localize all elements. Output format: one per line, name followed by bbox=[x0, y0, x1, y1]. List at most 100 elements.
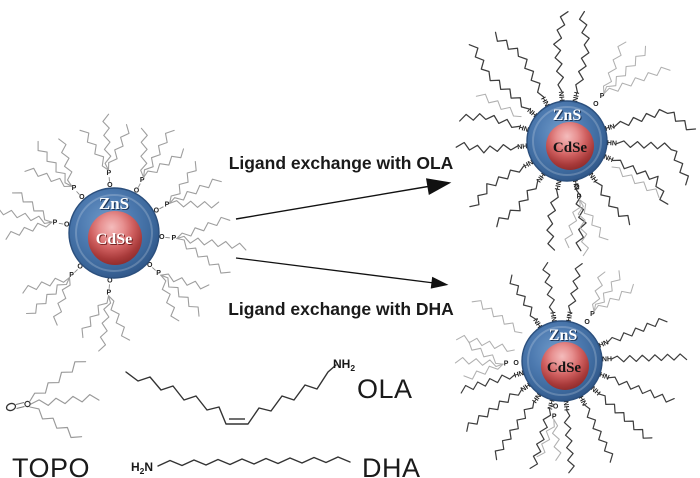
phosphorus-site-label: P bbox=[552, 413, 557, 420]
alkylamine-chain bbox=[529, 407, 552, 469]
amine-site-label: NH bbox=[572, 91, 581, 102]
phosphorus-site-label: P bbox=[156, 270, 161, 277]
topo-octyl-chain bbox=[176, 235, 247, 251]
topo-octyl-chain bbox=[611, 166, 660, 199]
topo-octyl-chain bbox=[25, 276, 71, 315]
alkylamine-chain bbox=[471, 300, 523, 334]
topo-octyl-chain bbox=[22, 276, 71, 294]
phosphorus-site-label: P bbox=[165, 202, 170, 209]
topo-octyl-chain bbox=[475, 93, 522, 118]
amine-site-label: HN bbox=[534, 171, 546, 183]
topo-octyl-chain bbox=[577, 199, 589, 257]
topo-octyl-chain bbox=[143, 129, 175, 178]
alkylamine-chain bbox=[157, 456, 351, 467]
oleylamine-chain bbox=[455, 141, 518, 154]
topo-octyl-chain bbox=[107, 295, 131, 341]
topo-octyl-chain bbox=[0, 209, 53, 225]
topo-octyl-chain bbox=[536, 418, 555, 458]
topo-octyl-chain bbox=[169, 161, 197, 204]
ola-arrow-label: Ligand exchange with OLA bbox=[229, 153, 454, 173]
ola-molecule: NH2 OLA bbox=[125, 357, 412, 425]
amine-site-label: NH bbox=[530, 392, 542, 404]
amine-site-label: HN bbox=[577, 395, 588, 407]
phosphorus-site-label: P bbox=[69, 272, 74, 279]
topo-octyl-chain bbox=[603, 45, 647, 95]
alkylamine-chain bbox=[583, 404, 614, 463]
topo-name: TOPO bbox=[12, 453, 90, 478]
alkylamine-chain bbox=[456, 334, 515, 352]
oxygen-site-label: O bbox=[134, 187, 140, 194]
ola-exchange-arrow: Ligand exchange with OLA bbox=[229, 153, 454, 220]
oxygen-atom bbox=[5, 402, 17, 412]
shell-inner-ring bbox=[527, 326, 597, 396]
topo-octyl-chain bbox=[107, 124, 130, 171]
topo-octyl-chain bbox=[591, 271, 606, 313]
topo-octyl-chain bbox=[454, 356, 504, 368]
dha-name: DHA bbox=[362, 453, 421, 478]
oxygen-site-label: O bbox=[147, 262, 153, 269]
phosphorus-site-label: P bbox=[171, 235, 176, 242]
topo-octyl-chain bbox=[169, 178, 222, 204]
topo-octyl-chain bbox=[160, 273, 210, 290]
amine-site-label: HN bbox=[519, 381, 531, 393]
topo-octyl-chain bbox=[468, 341, 504, 365]
shell-inner-ring bbox=[532, 106, 602, 176]
oxygen-site-label: O bbox=[584, 319, 590, 326]
oleylamine-chain bbox=[468, 44, 530, 110]
amine-site-label: NH bbox=[550, 311, 559, 322]
amine-site-label: NH bbox=[589, 385, 601, 397]
cdse-core bbox=[88, 211, 142, 265]
amine-site-label: NH bbox=[602, 356, 612, 363]
topo-octyl-chain bbox=[24, 167, 73, 188]
topo-octyl-chain bbox=[160, 274, 200, 317]
oleylamine-chain bbox=[494, 31, 545, 98]
topo-octyl-chain bbox=[5, 221, 53, 240]
topo-octyl-chain bbox=[176, 237, 231, 274]
oleylamine-chain bbox=[459, 113, 520, 129]
oxygen-site-label: O bbox=[574, 184, 580, 191]
cdse-label: CdSe bbox=[553, 140, 588, 156]
amine-site-label: NH bbox=[522, 158, 534, 169]
topo-octyl-chain bbox=[30, 394, 100, 406]
oleylamine-chain bbox=[614, 108, 697, 131]
amine-site-label: NH bbox=[513, 368, 525, 378]
topo-octyl-chain bbox=[29, 361, 87, 402]
topo-octyl-chain bbox=[11, 192, 53, 223]
oxygen-site-label: O bbox=[107, 278, 113, 285]
topo-octyl-chain bbox=[79, 129, 110, 171]
amine-site-label: NH bbox=[553, 179, 562, 190]
oleylamine-chain bbox=[553, 11, 569, 92]
topo-octyl-chain bbox=[593, 270, 621, 313]
ola-amine-group: NH2 bbox=[333, 357, 355, 373]
phosphorus-site-label: P bbox=[106, 290, 111, 297]
topo-octyl-chain bbox=[593, 283, 634, 313]
dha-molecule: H2N DHA bbox=[131, 453, 421, 478]
oleylamine-chain bbox=[496, 180, 539, 228]
topo-octyl-chain bbox=[58, 138, 73, 187]
amine-site-label: HN bbox=[527, 106, 539, 118]
topo-octyl-chain bbox=[169, 200, 220, 209]
alkylamine-chain bbox=[542, 262, 555, 314]
oxygen-site-label: O bbox=[107, 182, 113, 189]
oleylamine-chain bbox=[575, 10, 590, 93]
oxygen-site-label: O bbox=[79, 194, 85, 201]
alkylamine-chain bbox=[494, 400, 535, 461]
topo-octyl-chain bbox=[176, 216, 231, 240]
amine-site-label: NH bbox=[518, 123, 530, 133]
topo-octyl-chain bbox=[29, 406, 83, 439]
amine-site-label: HN bbox=[598, 339, 610, 349]
phosphorus-site-label: P bbox=[140, 177, 145, 184]
oxygen-site-label: O bbox=[593, 101, 599, 108]
oleylamine-chain bbox=[575, 189, 587, 252]
amine-site-label: NH bbox=[562, 400, 570, 411]
zns-label: ZnS bbox=[99, 194, 129, 213]
amine-site-label: HN bbox=[598, 372, 610, 382]
topo-octyl-chain bbox=[143, 148, 185, 178]
alkylamine-chain bbox=[466, 388, 523, 432]
